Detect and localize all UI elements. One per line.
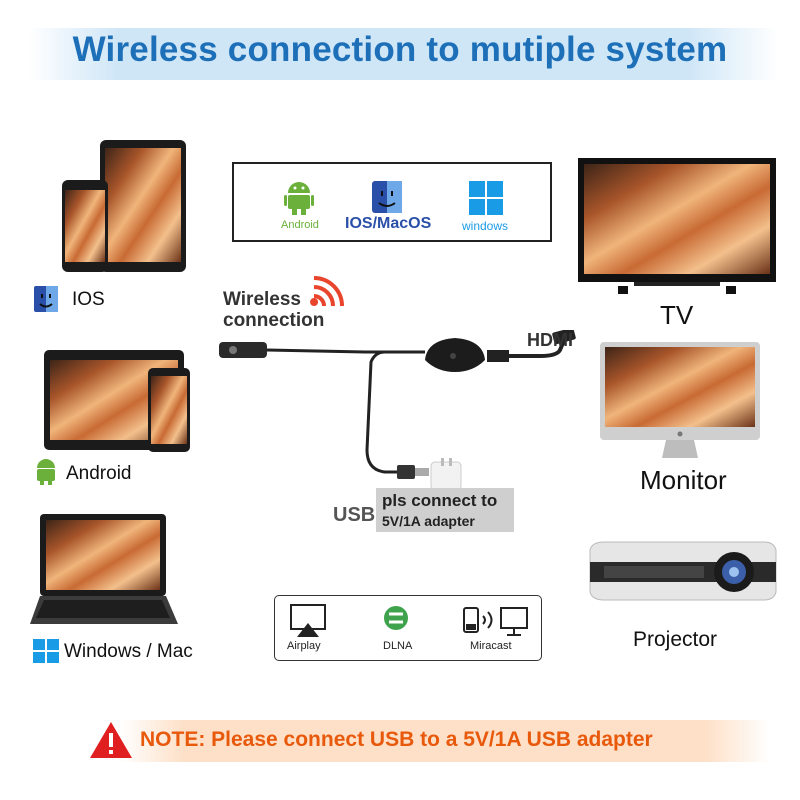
wireless-connection-label: Wireless connection [223,289,324,331]
dongle-cable-diagram [215,330,595,490]
wireless-label-line2: connection [223,310,325,331]
protocol-label-dlna: DLNA [383,640,413,652]
device-label-android: Android [66,463,132,484]
adapter-note-line2: 5V/1A adapter [382,513,475,529]
android-icon [34,456,58,486]
windows-icon [33,639,59,663]
warning-icon [88,720,134,760]
miracast-icon [463,606,531,638]
device-label-windows-mac: Windows / Mac [64,641,193,662]
device-label-monitor: Monitor [640,465,727,495]
ipad-iphone-image [62,138,192,278]
device-label-tv: TV [660,300,694,330]
finder-icon [34,286,58,312]
finder-icon [372,181,402,213]
page-title: Wireless connection to mutiple system [72,30,728,69]
android-tablet-image [44,348,192,454]
monitor-image [600,342,764,462]
protocol-label-miracast: Miracast [470,640,512,652]
note-bar [120,720,770,762]
android-icon [284,178,314,216]
title-banner [28,28,778,80]
hdmi-label: HDMI [527,330,573,350]
laptop-image [30,514,180,626]
wifi-signal-icon [308,276,348,312]
device-label-ios: IOS [72,289,105,310]
airplay-icon [289,603,327,637]
note-text: NOTE: Please connect USB to a 5V/1A USB … [140,728,653,751]
adapter-note-line1: pls connect to [382,491,498,510]
protocol-label-airplay: Airplay [287,640,321,652]
projector-image [584,540,780,606]
windows-icon [469,181,503,215]
os-label-ios-macos: IOS/MacOS [345,215,432,232]
device-label-projector: Projector [633,628,718,651]
adapter-note: pls connect to 5V/1A adapter [376,488,514,532]
usb-power-adapter-image [429,458,463,492]
os-label-android: Android [281,219,319,231]
wireless-label-line1: Wireless [223,289,301,310]
os-label-windows: windows [462,219,509,233]
dlna-icon [383,605,409,631]
usb-label: USB [333,504,376,526]
os-support-box [232,162,552,242]
protocol-box [274,595,542,661]
tv-image [578,158,778,298]
